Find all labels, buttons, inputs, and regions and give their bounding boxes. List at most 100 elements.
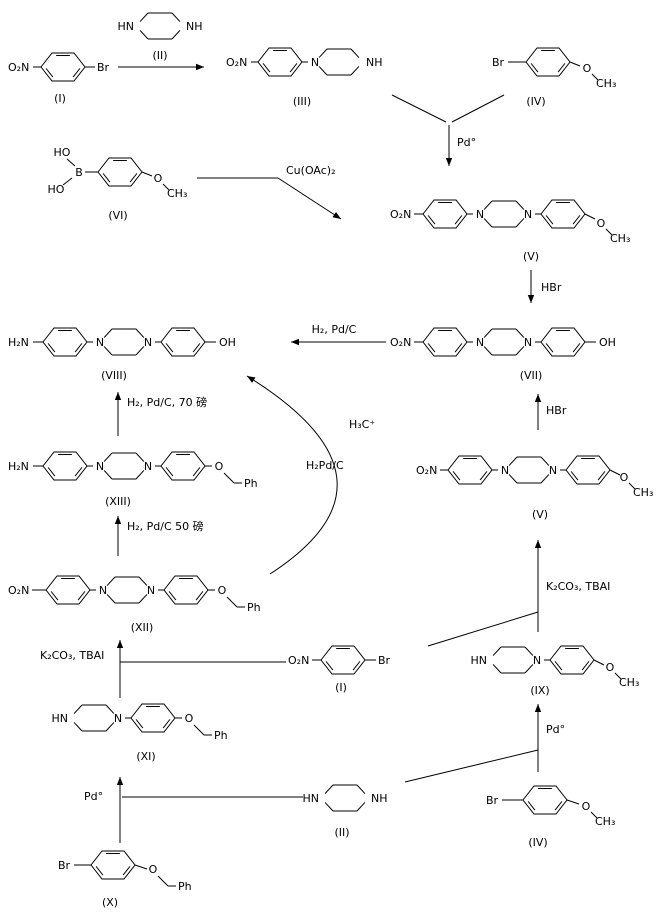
ring-bond <box>483 200 493 210</box>
o2n-label: O₂N <box>288 654 309 667</box>
reagent-label: Pd° <box>457 136 476 149</box>
benzene-ring <box>163 575 209 605</box>
double-bond <box>192 467 201 477</box>
double-bond <box>452 471 461 481</box>
compound-label: (VII) <box>520 369 543 382</box>
reagent-label: H₂, Pd/C 50 磅 <box>127 519 204 533</box>
double-bond <box>554 801 563 811</box>
hn-label: HN <box>303 792 320 805</box>
ring-bond <box>540 456 550 466</box>
ring-bond <box>350 48 360 58</box>
double-bond <box>168 591 177 601</box>
br-label: Br <box>97 61 110 74</box>
o2n-label: O₂N <box>8 584 29 597</box>
ring-bond <box>318 66 328 76</box>
ring-bond <box>135 452 145 462</box>
double-bond <box>122 866 131 876</box>
double-bond <box>74 343 83 353</box>
double-bond <box>454 215 463 225</box>
compound-label: (IX) <box>530 684 549 697</box>
annotation-h3c: H₃C⁺ <box>349 418 375 431</box>
benzene-ring <box>540 199 586 229</box>
double-bond <box>554 661 563 671</box>
bond <box>193 724 205 736</box>
benzene-ring <box>525 47 571 77</box>
arrow-to-ix: Pd° <box>404 704 565 783</box>
o-label: O <box>149 863 158 876</box>
arrow-i-to-iii <box>118 63 204 71</box>
n-label: N <box>96 336 104 349</box>
arrowhead <box>291 338 299 346</box>
arrowhead <box>114 392 122 400</box>
o2n-label: O₂N <box>390 336 411 349</box>
oh-label: OH <box>219 336 236 349</box>
bond <box>584 213 596 220</box>
bond <box>566 799 580 805</box>
double-bond <box>135 719 144 729</box>
arrowhead <box>445 158 453 166</box>
hn-label: HN <box>118 20 135 33</box>
benzene-ring <box>42 327 88 357</box>
ring-bond <box>135 470 145 480</box>
b-label: B <box>75 166 83 179</box>
double-bond <box>262 63 271 73</box>
ring-bond <box>492 664 502 674</box>
bond <box>141 171 153 177</box>
ring-bond <box>540 474 550 484</box>
double-bond <box>581 661 590 671</box>
double-bond <box>192 343 201 353</box>
benzene-ring <box>565 455 611 485</box>
o-label: O <box>620 471 629 484</box>
hn-label: HN <box>471 654 488 667</box>
ring-bond <box>135 328 145 338</box>
bond <box>605 228 613 236</box>
n-label: N <box>476 336 484 349</box>
o-label: O <box>215 460 224 473</box>
n-label: N <box>144 460 152 473</box>
bond <box>226 596 238 608</box>
arrow-xii-to-xiii: H₂, Pd/C 50 磅 <box>114 516 204 556</box>
ring-bond <box>135 346 145 356</box>
ring-bond <box>524 646 534 656</box>
ring-bond <box>350 66 360 76</box>
double-bond <box>165 343 174 353</box>
ring-bond <box>106 594 116 604</box>
compound-label: (IV) <box>526 95 545 108</box>
arrow-vii-to-viii: H₂, Pd/C <box>291 323 386 346</box>
oh-label: OH <box>599 336 616 349</box>
arrowhead <box>527 295 535 303</box>
arrowhead <box>196 63 204 71</box>
arrow-to-xi: Pd° <box>84 777 303 843</box>
ring-bond <box>139 30 149 40</box>
reagent-label: K₂CO₃, TBAI <box>546 580 610 593</box>
bond <box>162 183 170 191</box>
bond <box>134 864 148 870</box>
br-label: Br <box>58 859 71 872</box>
benzene-ring <box>45 575 91 605</box>
compound-label: (XI) <box>136 750 155 763</box>
ring-bond <box>103 346 113 356</box>
ch3-label: CH₃ <box>633 486 653 499</box>
double-bond <box>454 343 463 353</box>
bond <box>614 672 622 680</box>
benzene-ring <box>160 451 206 481</box>
double-bond <box>597 471 606 481</box>
double-bond <box>479 471 488 481</box>
compound-label: (III) <box>293 95 311 108</box>
arrow-xii-to-viii-curved: H₂Pd/C <box>246 375 344 575</box>
br-label: Br <box>486 794 499 807</box>
o-label: O <box>597 217 606 230</box>
ring-bond <box>508 456 518 466</box>
double-bond <box>325 661 334 671</box>
double-bond <box>47 343 56 353</box>
o-label: O <box>583 62 592 75</box>
compound-label: (V) <box>532 508 548 521</box>
arrowhead <box>534 704 542 712</box>
double-bond <box>50 591 59 601</box>
